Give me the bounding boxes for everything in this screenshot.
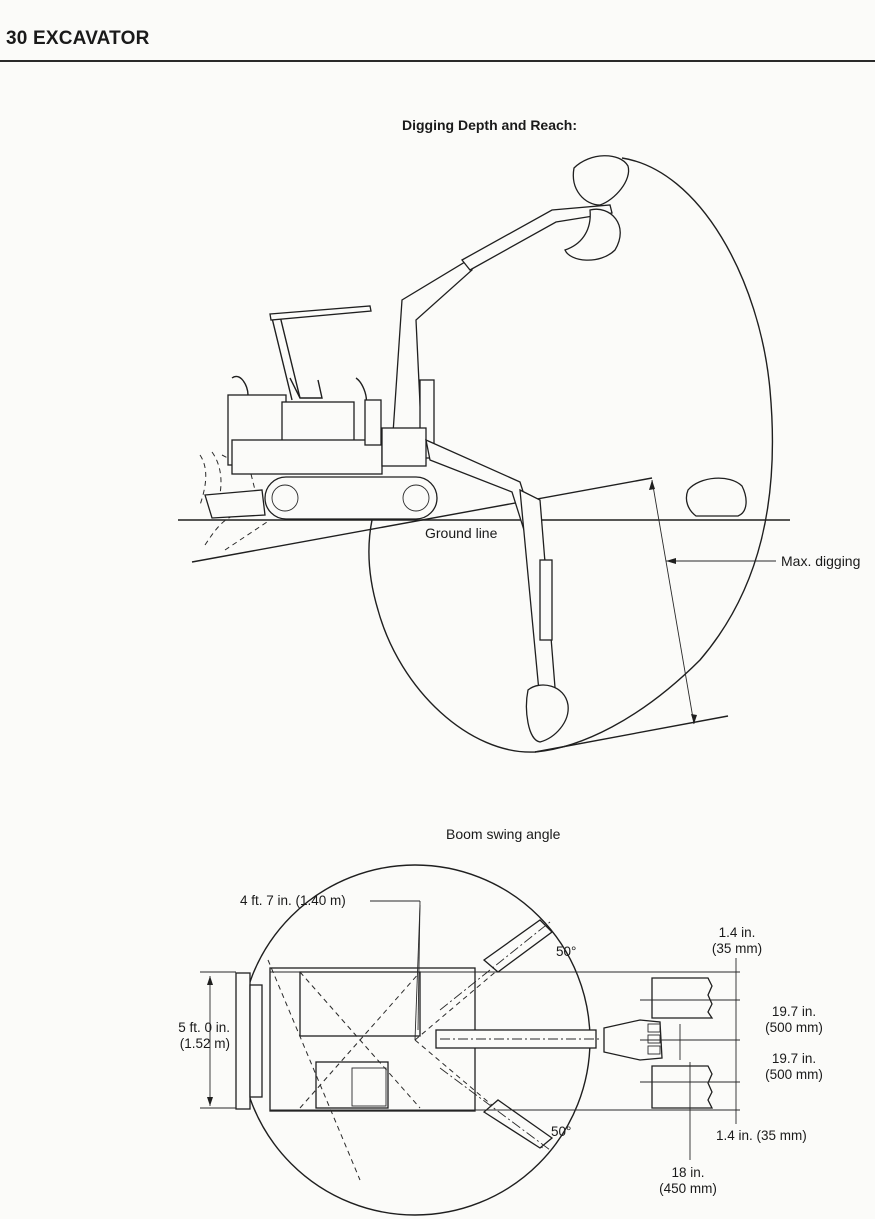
dim-center-line2: (450 mm)	[653, 1181, 723, 1197]
dim-bottom-label: 1.4 in. (35 mm)	[716, 1128, 807, 1144]
swing-angle-top: 50°	[556, 944, 576, 960]
width-label-line2: (1.52 m)	[160, 1036, 230, 1052]
boom-offset-label: 4 ft. 7 in. (1.40 m)	[240, 893, 346, 909]
swing-angle-bottom: 50°	[551, 1124, 571, 1140]
dim-mid2-line2: (500 mm)	[754, 1067, 834, 1083]
dim-top-line2: (35 mm)	[702, 941, 772, 957]
swing-section-title: Boom swing angle	[446, 826, 560, 842]
dim-top-line1: 1.4 in.	[702, 925, 772, 941]
dim-center-line1: 18 in.	[653, 1165, 723, 1181]
dim-mid1-line2: (500 mm)	[754, 1020, 834, 1036]
width-label-line1: 5 ft. 0 in.	[160, 1020, 230, 1036]
dim-mid1-line1: 19.7 in.	[754, 1004, 834, 1020]
dim-mid2-line1: 19.7 in.	[754, 1051, 834, 1067]
